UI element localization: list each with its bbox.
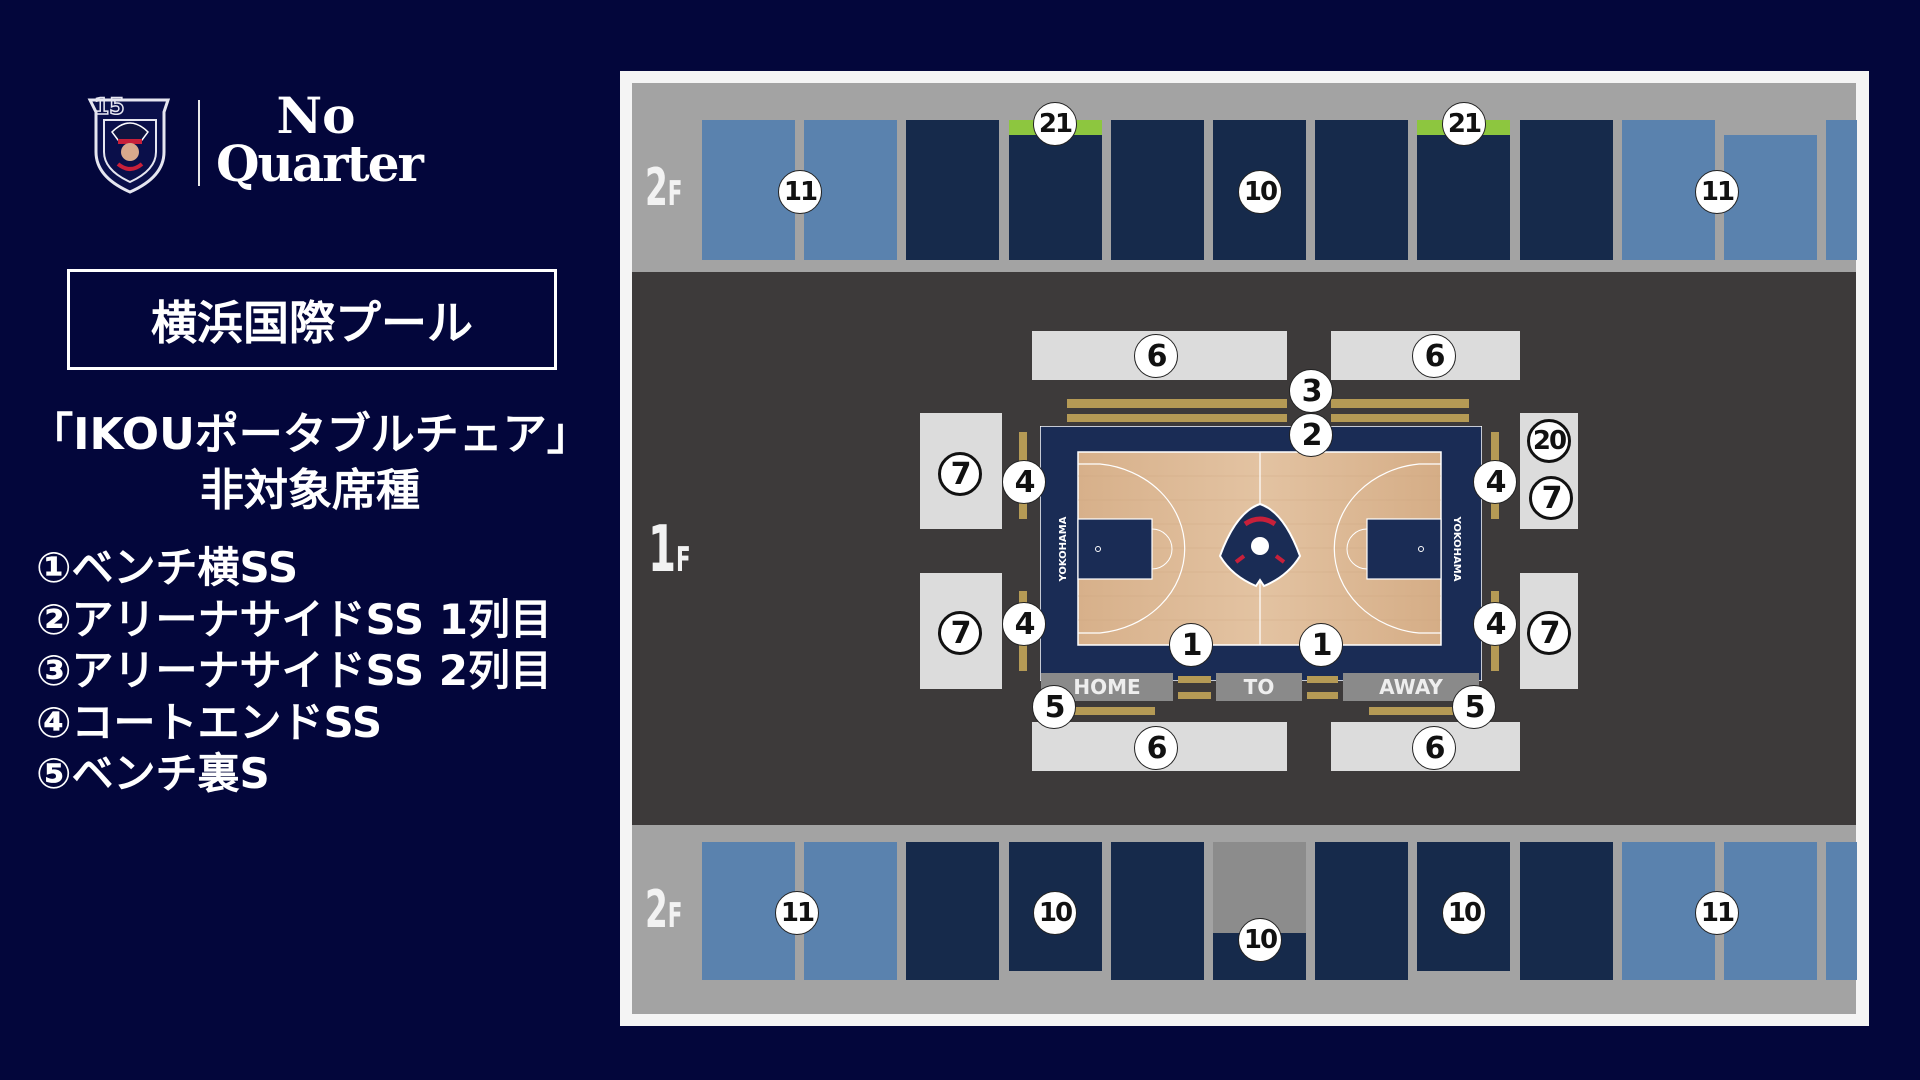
title-line2: 非対象席種 (200, 465, 420, 516)
seat-row-2[interactable] (1067, 414, 1287, 422)
seat-badge-7[interactable]: 7 (938, 452, 982, 496)
title-line1: 「IKOUポータブルチェア」 (29, 409, 591, 460)
court-side-text: YOKOHAMA (1451, 516, 1462, 582)
seat-legend: ①ベンチ横SS ②アリーナサイドSS 1列目 ③アリーナサイドSS 2列目 ④コ… (36, 542, 552, 800)
seat-badge-5[interactable]: 5 (1452, 685, 1496, 729)
seat-badge-11[interactable]: 11 (778, 170, 822, 214)
legend-item: ③アリーナサイドSS 2列目 (36, 646, 553, 695)
seat-badge-7[interactable]: 7 (1529, 476, 1573, 520)
seat-block-2f[interactable] (1826, 842, 1858, 980)
seat-badge-11[interactable]: 11 (775, 891, 819, 935)
basketball-court: YOKOHAMA YOKOHAMA (1040, 426, 1482, 681)
seat-block-2f[interactable] (1724, 135, 1817, 260)
seat-block-2f[interactable] (1315, 842, 1409, 980)
seat-badge-10[interactable]: 10 (1033, 891, 1077, 935)
away-bench: AWAY (1343, 673, 1479, 701)
seat-badge-1[interactable]: 1 (1169, 623, 1213, 667)
brand-line2: Quarter (216, 134, 424, 193)
seat-block-2f[interactable] (906, 120, 1000, 260)
seat-block-2f[interactable] (1724, 842, 1817, 980)
svg-text:15: 15 (94, 95, 125, 120)
seat-row-1[interactable] (1307, 692, 1338, 699)
logo-divider (198, 100, 200, 186)
seat-block-2f[interactable] (1519, 842, 1613, 980)
floor-label-2f-bottom: 2F (645, 880, 683, 940)
seat-badge-5[interactable]: 5 (1032, 685, 1076, 729)
legend-item: ①ベンチ横SS (36, 543, 299, 592)
seat-badge-7[interactable]: 7 (1527, 611, 1571, 655)
table-officials: TO (1216, 673, 1302, 701)
seat-row-3[interactable] (1067, 399, 1287, 408)
seat-badge-1[interactable]: 1 (1299, 623, 1343, 667)
team-logo: 15 No Quarter (80, 86, 424, 194)
seat-row-3[interactable] (1331, 399, 1469, 408)
seat-badge-4[interactable]: 4 (1473, 602, 1517, 646)
seat-badge-20[interactable]: 20 (1527, 419, 1571, 463)
legend-item: ④コートエンドSS (36, 697, 383, 747)
seat-badge-10[interactable]: 10 (1238, 918, 1282, 962)
seat-badge-6[interactable]: 6 (1412, 726, 1456, 770)
team-logo-center-icon (1218, 502, 1302, 588)
seat-row-1[interactable] (1307, 676, 1338, 683)
seat-badge-6[interactable]: 6 (1134, 726, 1178, 770)
seat-badge-11[interactable]: 11 (1695, 891, 1739, 935)
brand-wordmark: No Quarter (216, 86, 424, 193)
seat-block-2f[interactable] (1826, 120, 1858, 260)
seat-badge-10[interactable]: 10 (1442, 891, 1486, 935)
legend-item: ⑤ベンチ裏S (36, 749, 270, 798)
legend-item: ②アリーナサイドSS 1列目 (36, 594, 553, 644)
court-side-text: YOKOHAMA (1058, 516, 1069, 582)
seat-badge-7[interactable]: 7 (938, 611, 982, 655)
seat-badge-6[interactable]: 6 (1134, 334, 1178, 378)
seat-row-5[interactable] (1369, 707, 1453, 715)
brand-line1: No (276, 86, 356, 145)
seat-row-1[interactable] (1178, 676, 1211, 683)
seat-row-2[interactable] (1331, 414, 1469, 422)
seat-row-1[interactable] (1178, 692, 1211, 699)
seat-badge-4[interactable]: 4 (1002, 602, 1046, 646)
seat-badge-4[interactable]: 4 (1002, 460, 1046, 504)
seat-block-2f[interactable] (804, 842, 898, 980)
seat-badge-21[interactable]: 21 (1033, 102, 1077, 146)
seat-badge-11[interactable]: 11 (1695, 170, 1739, 214)
seat-block-2f[interactable] (1110, 842, 1204, 980)
venue-name: 横浜国際プール (67, 269, 557, 370)
seat-block-2f[interactable] (906, 842, 1000, 980)
seat-badge-10[interactable]: 10 (1238, 170, 1282, 214)
seat-badge-21[interactable]: 21 (1442, 102, 1486, 146)
seat-badge-4[interactable]: 4 (1473, 460, 1517, 504)
floor-label-1f: 1F (648, 513, 691, 587)
seat-badge-3[interactable]: 3 (1289, 369, 1333, 413)
seat-block-2f[interactable] (1315, 120, 1409, 260)
seat-block-2f[interactable] (1110, 120, 1204, 260)
seat-badge-2[interactable]: 2 (1289, 413, 1333, 457)
seat-row-5[interactable] (1073, 707, 1155, 715)
crest-icon: 15 (87, 94, 171, 194)
floor-label-2f-top: 2F (645, 158, 683, 218)
seat-block-2f[interactable] (1519, 120, 1613, 260)
seat-badge-6[interactable]: 6 (1412, 334, 1456, 378)
